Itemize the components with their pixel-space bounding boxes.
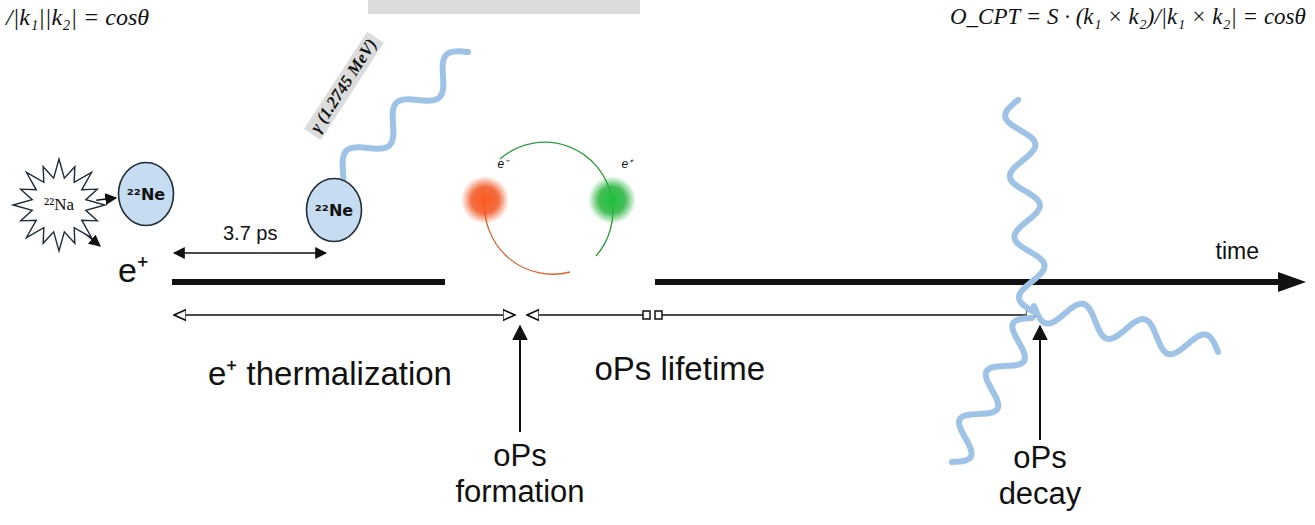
electron-dot: [461, 176, 509, 224]
pointer-arrow: [1039, 326, 1041, 440]
event-label: oPs decay: [985, 440, 1095, 512]
timeline: [655, 279, 1282, 285]
gamma-label: γ (1.2745 MeV): [304, 32, 384, 140]
neon-nucleus: ²²Ne: [117, 161, 175, 227]
node-label: ²²Ne: [127, 185, 165, 204]
node-label: ²²Na: [44, 195, 74, 215]
gamma-wave: [1005, 100, 1044, 312]
time-interval: 3.7 ps: [223, 222, 277, 245]
pointer-arrow: [519, 326, 521, 432]
neon-nucleus: ²²Ne: [305, 177, 363, 243]
gamma-waves: [318, 51, 1218, 462]
timeline: [172, 279, 445, 285]
grey-bar: [368, 0, 640, 14]
sodium-star: ²²Na: [12, 158, 106, 252]
interval-arrow: [527, 314, 644, 316]
timeline-head: [1278, 272, 1306, 292]
break-mark: [643, 311, 650, 319]
interval-arrow: [174, 252, 326, 254]
emission-arrow: [96, 198, 116, 200]
interval-arrow: [174, 314, 515, 316]
particle-label: e⁺: [118, 246, 148, 292]
break-mark: [655, 311, 662, 319]
node-label: ²²Ne: [315, 201, 353, 220]
stage-label: e⁺ thermalization: [208, 350, 452, 395]
formula: O_CPT = S · (k₁ × k₂)/|k₁ × k₂| = cosθ: [950, 4, 1306, 30]
positron-dot: [588, 176, 636, 224]
gamma-wave: [1034, 304, 1218, 354]
interval-arrow: [662, 314, 1038, 316]
formula: /|k₁||k₂| = cosθ: [6, 4, 149, 31]
event-label: oPs formation: [445, 438, 595, 510]
stage-label: oPs lifetime: [595, 350, 766, 388]
particle-label: e⁻: [498, 155, 509, 172]
particle-label: e⁺: [622, 155, 633, 172]
axis-label: time: [1216, 238, 1259, 265]
